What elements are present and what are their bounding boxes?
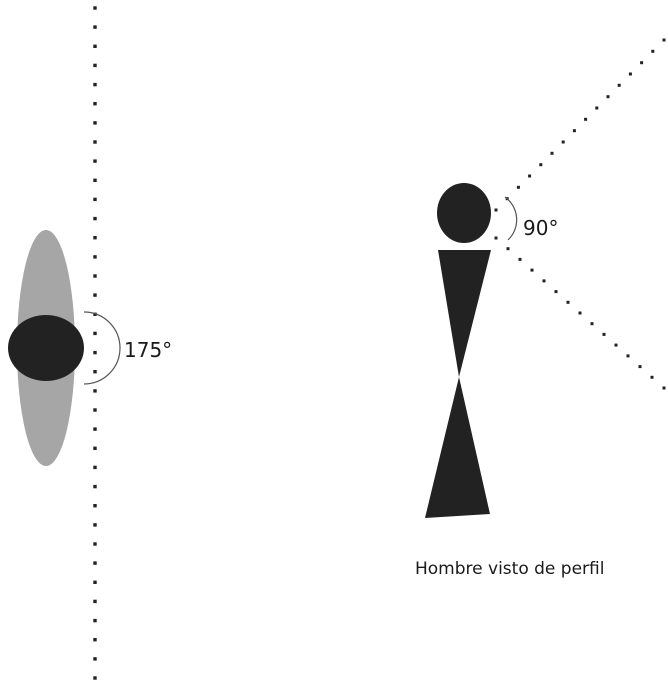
- dot: [93, 389, 97, 393]
- dot: [93, 197, 97, 202]
- dot: [93, 618, 97, 623]
- dot: [93, 44, 97, 48]
- dot: [626, 354, 630, 358]
- dot: [93, 408, 97, 412]
- dot: [494, 236, 498, 240]
- dot: [93, 255, 97, 259]
- dot: [542, 279, 546, 283]
- dot: [93, 140, 97, 144]
- dot: [93, 523, 97, 527]
- dot: [640, 61, 644, 65]
- profile-head: [437, 183, 491, 243]
- angle-label-90: 90°: [523, 216, 558, 240]
- dot: [566, 300, 570, 304]
- dot: [650, 375, 654, 379]
- dot: [578, 311, 582, 315]
- dot: [530, 268, 534, 272]
- dot: [93, 542, 97, 546]
- dot: [494, 208, 498, 212]
- field-of-view-boundary-line: [93, 6, 97, 680]
- dot: [93, 102, 97, 106]
- dot: [93, 465, 97, 470]
- dot: [614, 343, 618, 347]
- dot: [617, 83, 621, 87]
- dot: [93, 561, 97, 565]
- angle-arc-175: [83, 311, 121, 385]
- dot: [662, 38, 666, 42]
- dot: [93, 427, 97, 431]
- dot: [93, 63, 97, 68]
- dot: [93, 504, 97, 508]
- dot: [516, 185, 520, 189]
- head-ellipse: [8, 315, 84, 381]
- dot: [93, 159, 97, 163]
- dot: [93, 580, 97, 584]
- dot: [93, 676, 97, 680]
- profile-upper-body: [438, 250, 491, 377]
- dot: [93, 599, 97, 604]
- dot: [506, 247, 510, 251]
- dot: [554, 290, 558, 294]
- dot: [93, 293, 97, 297]
- dot: [628, 72, 632, 76]
- dot: [93, 121, 97, 125]
- profile-view-figure: 90° Hombre visto de perfil: [415, 38, 666, 579]
- field-of-view-upper-ray: [494, 38, 666, 212]
- dot: [93, 370, 97, 374]
- dot: [93, 6, 97, 10]
- dot: [572, 129, 576, 133]
- dot: [93, 216, 97, 221]
- dot: [662, 386, 666, 390]
- dot: [651, 49, 655, 53]
- profile-lower-body: [425, 377, 490, 518]
- dot: [93, 236, 97, 240]
- dot: [638, 365, 642, 369]
- profile-caption: Hombre visto de perfil: [415, 559, 604, 579]
- dot: [93, 446, 97, 450]
- dot: [93, 657, 97, 661]
- angle-label-175: 175°: [124, 338, 172, 362]
- dot: [590, 322, 594, 326]
- dot: [595, 106, 599, 110]
- dot: [561, 140, 565, 144]
- angle-arc-90: [504, 196, 518, 241]
- dot: [602, 332, 606, 336]
- dot: [518, 257, 522, 261]
- dot: [93, 178, 97, 182]
- dot: [528, 174, 532, 178]
- dot: [584, 117, 588, 121]
- dot: [606, 95, 610, 99]
- field-of-view-lower-ray: [494, 236, 666, 390]
- dot: [539, 163, 543, 167]
- dot: [93, 25, 97, 29]
- dot: [93, 312, 97, 316]
- dot: [93, 82, 97, 87]
- dot: [550, 151, 554, 155]
- top-view-figure: 175°: [8, 6, 172, 680]
- dot: [93, 331, 97, 336]
- dot: [93, 274, 97, 278]
- dot: [93, 484, 97, 489]
- dot: [93, 350, 97, 355]
- dot: [93, 638, 97, 642]
